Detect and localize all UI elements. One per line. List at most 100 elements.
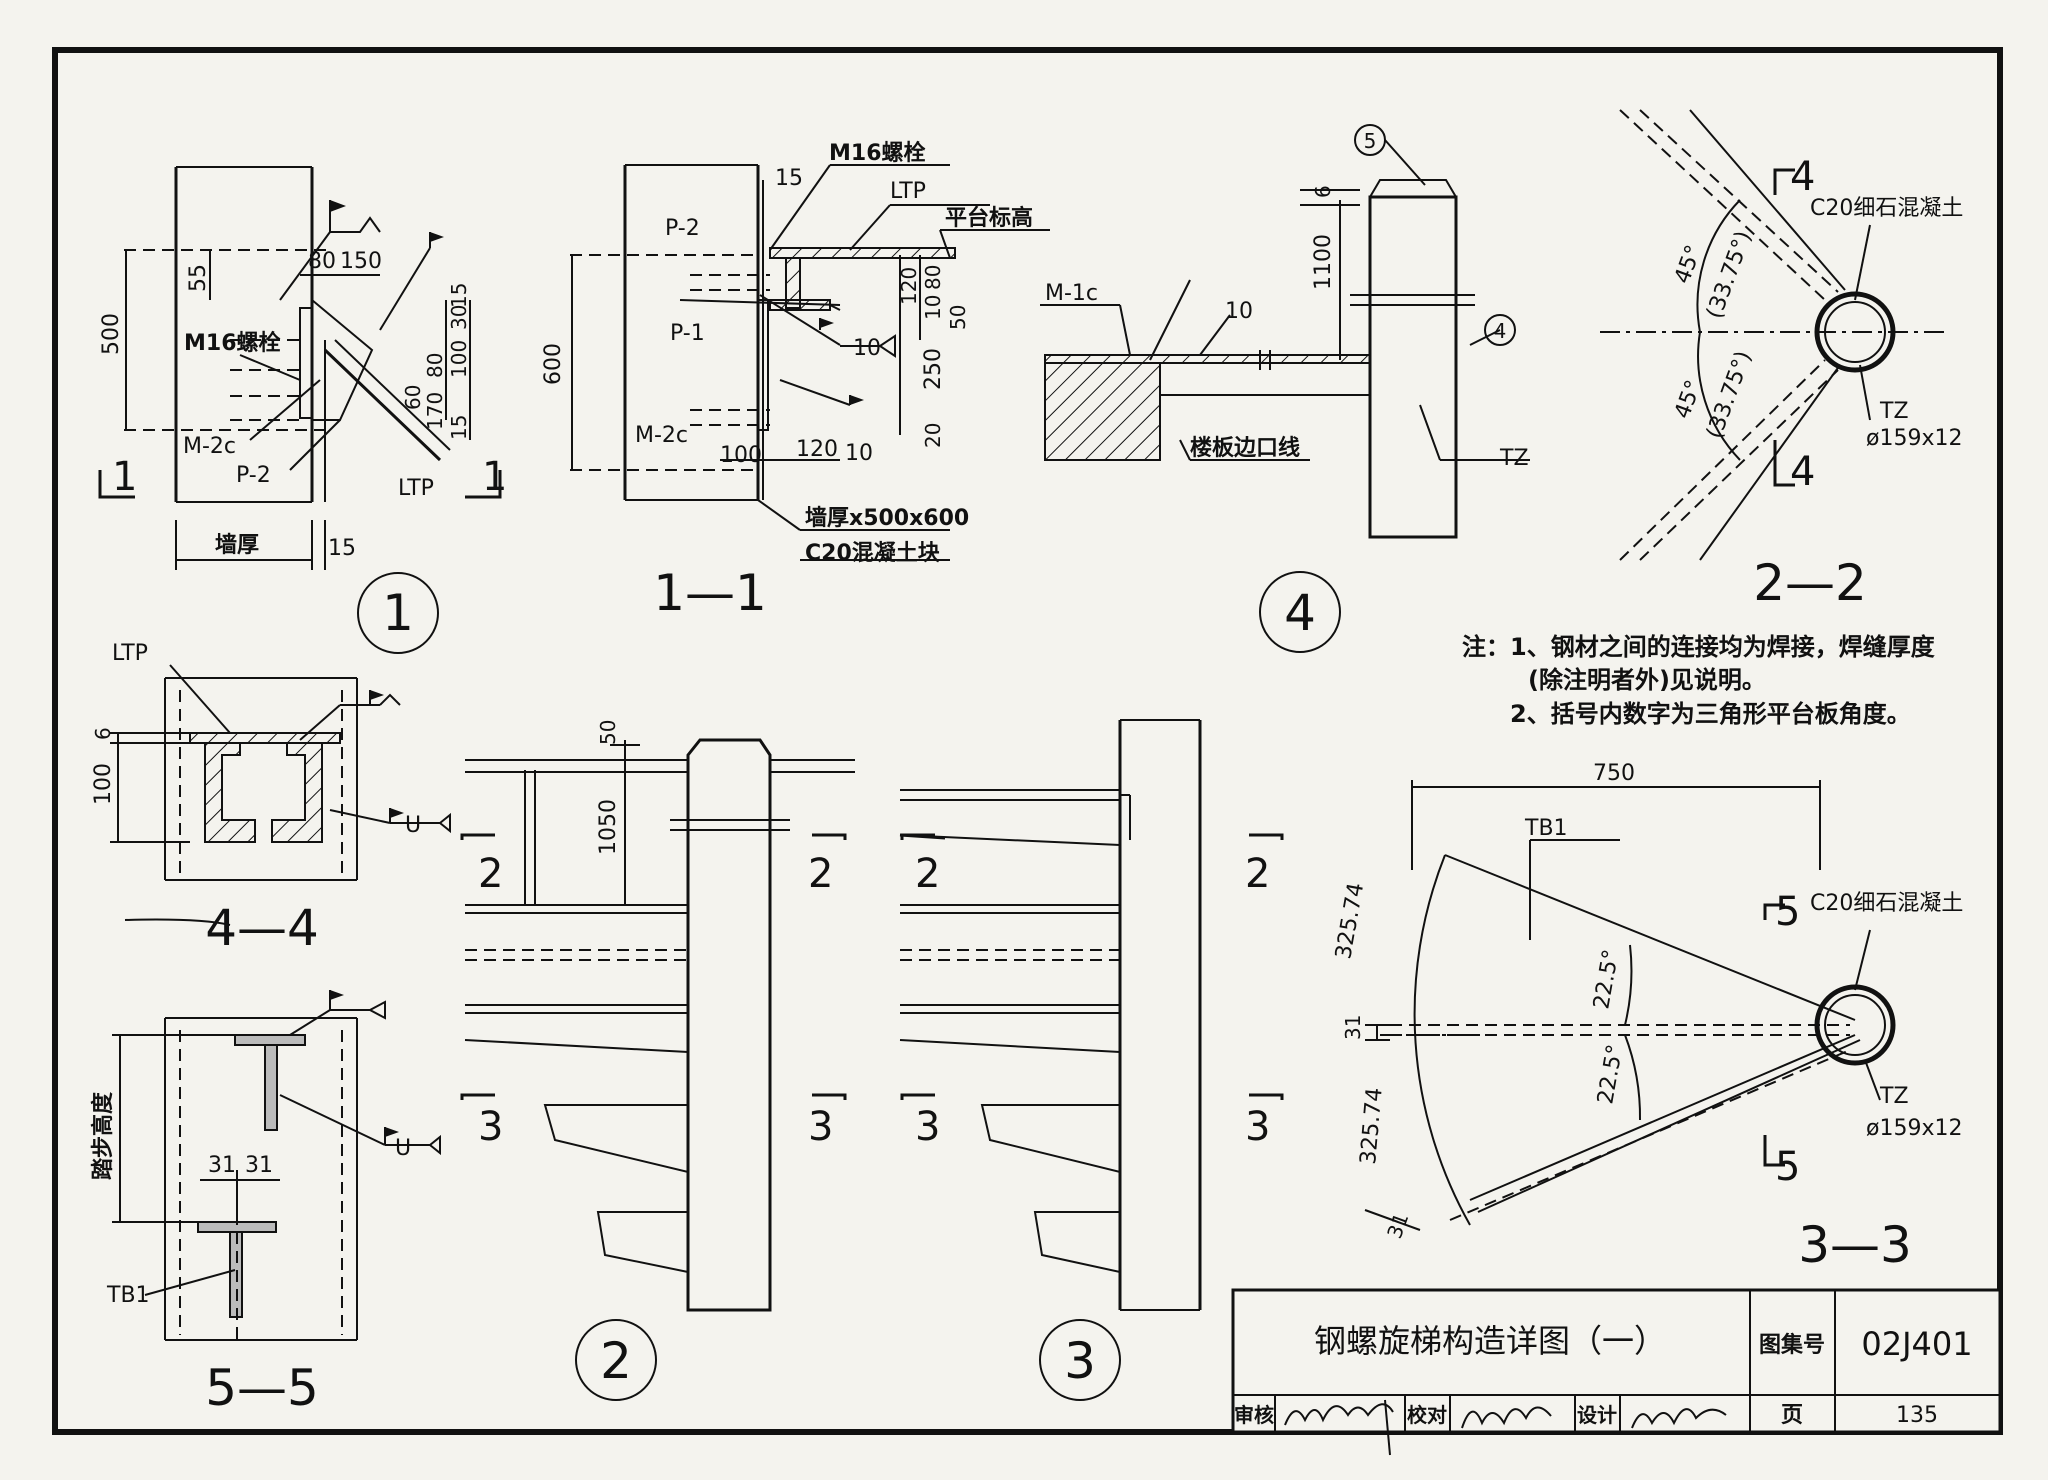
detail-4-label: 4 <box>1284 584 1316 642</box>
detail-5-5-label: 5—5 <box>205 1359 319 1417</box>
detail-1-1: 1—1 M16螺栓 LTP 平台标高 P-2 P-1 M-2c 600 15 1… <box>541 141 1050 622</box>
page-label: 页 <box>1781 1403 1803 1428</box>
detail-4: 4 M-1c 10 1100 6 楼板边口线 TZ 5 4 <box>1040 124 1530 653</box>
dim-100-2: 100 <box>720 443 762 468</box>
dim-55: 55 <box>186 264 211 292</box>
label-tb1-2: TB1 <box>1524 816 1568 841</box>
designer-signature <box>1631 1408 1727 1429</box>
note-line-2: (除注明者外)见说明。 <box>1528 666 1766 694</box>
section-mark-2-right: 2 <box>808 851 833 897</box>
checker-signature <box>1461 1406 1552 1429</box>
label-p2-2: P-2 <box>665 216 700 241</box>
dim-10-v: 10 <box>921 295 945 320</box>
dim-1100: 1100 <box>1311 234 1336 290</box>
detail-4-4-label: 4—4 <box>205 899 319 957</box>
section-mark-1-left: 1 <box>112 454 137 500</box>
detail-1-1-label: 1—1 <box>653 564 767 622</box>
detail-1-label: 1 <box>382 584 414 642</box>
section-mark-3-right: 3 <box>808 1104 833 1150</box>
section-mark-4-bottom: 4 <box>1790 449 1815 495</box>
angle-45-bottom: 45° <box>1670 377 1707 422</box>
page-number: 135 <box>1896 1403 1938 1428</box>
reviewer-signature <box>1284 1403 1394 1426</box>
dim-30: 30 <box>447 305 471 330</box>
dim-500: 500 <box>99 313 124 355</box>
dim-600: 600 <box>541 343 566 385</box>
dim-100: 100 <box>447 340 471 378</box>
dim-325-74-bottom: 325.74 <box>1356 1087 1388 1166</box>
dim-120: 120 <box>796 437 838 462</box>
dim-80: 80 <box>308 249 336 274</box>
title-block: 钢螺旋梯构造详图（一） 图集号 02J401 页 135 审核 校对 设计 <box>1231 1288 2002 1456</box>
section-mark-2-left-d3: 2 <box>915 851 940 897</box>
label-tz: TZ <box>1499 446 1529 471</box>
label-pipe-size: ø159x12 <box>1866 426 1962 451</box>
dim-6: 6 <box>1311 185 1335 198</box>
label-m1c: M-1c <box>1045 281 1098 306</box>
review-label: 审核 <box>1234 1403 1274 1427</box>
callout-5: 5 <box>1364 129 1377 153</box>
dim-31-left: 31 <box>208 1153 236 1178</box>
dim-60: 60 <box>401 385 425 410</box>
atlas-number: 02J401 <box>1861 1325 1972 1363</box>
check-label: 校对 <box>1407 1403 1447 1427</box>
label-m16-bolt-2: M16螺栓 <box>829 141 926 166</box>
detail-1: 1 500 55 80 150 M16螺栓 M-2c P-2 LTP 墙厚 15… <box>98 166 507 654</box>
detail-2-label: 2 <box>600 1332 632 1390</box>
dim-80-v: 80 <box>423 353 447 378</box>
dim-1050: 1050 <box>596 799 621 855</box>
weld-symbol-55: U <box>395 1136 411 1161</box>
callout-4: 4 <box>1494 319 1507 343</box>
dim-15: 15 <box>328 536 356 561</box>
note-line-3: 2、括号内数字为三角形平台板角度。 <box>1510 700 1911 728</box>
detail-3-3: 3—3 750 TB1 C20细石混凝土 325.74 325.74 22.5°… <box>1331 761 1963 1274</box>
weld-symbol-44: U <box>405 813 421 838</box>
dim-10-d4: 10 <box>1225 299 1253 324</box>
label-wall-thickness: 墙厚 <box>215 533 259 558</box>
note-line-1: 注：1、钢材之间的连接均为焊接，焊缝厚度 <box>1462 633 1936 661</box>
detail-4-4: 4—4 LTP 6 100 U <box>91 641 451 957</box>
dim-80-2: 80 <box>921 265 945 290</box>
section-mark-4-top: 4 <box>1790 154 1815 200</box>
atlas-number-label: 图集号 <box>1759 1332 1825 1358</box>
label-m16-bolt: M16螺栓 <box>184 331 281 356</box>
dim-50: 50 <box>946 305 970 330</box>
label-c20-fine-concrete-2: C20细石混凝土 <box>1810 891 1963 916</box>
dim-15-2: 15 <box>775 166 803 191</box>
detail-3: 3 2 2 3 3 <box>899 719 1284 1401</box>
dim-10: 10 <box>853 336 881 361</box>
dim-31-33-top: 31 <box>1341 1015 1365 1040</box>
dim-150: 150 <box>340 249 382 274</box>
label-c20-concrete-block: C20混凝土块 <box>805 540 941 566</box>
dim-750: 750 <box>1593 761 1635 786</box>
dim-31-right: 31 <box>245 1153 273 1178</box>
notes: 注：1、钢材之间的连接均为焊接，焊缝厚度 (除注明者外)见说明。 2、括号内数字… <box>1462 633 1936 728</box>
label-ltp-2: LTP <box>890 179 926 204</box>
label-tz-3: TZ <box>1879 1084 1909 1109</box>
design-label: 设计 <box>1577 1403 1617 1427</box>
label-p1: P-1 <box>670 321 705 346</box>
dim-325-74-top: 325.74 <box>1331 881 1369 961</box>
detail-2-2-label: 2—2 <box>1753 554 1867 612</box>
dim-100-44: 100 <box>91 763 116 805</box>
section-mark-3-left-d3: 3 <box>915 1104 940 1150</box>
label-tb1: TB1 <box>106 1283 150 1308</box>
dim-250: 250 <box>921 348 946 390</box>
label-c20-fine-concrete: C20细石混凝土 <box>1810 196 1963 221</box>
label-pipe-size-2: ø159x12 <box>1866 1116 1962 1141</box>
label-m2c: M-2c <box>183 434 236 459</box>
section-mark-1-right: 1 <box>482 454 507 500</box>
detail-5-5: 5—5 踏步高度 31 31 TB1 U <box>90 990 441 1417</box>
label-step-height: 踏步高度 <box>90 1091 116 1180</box>
dim-31-33-bottom: 31 <box>1382 1210 1413 1242</box>
section-mark-2-right-d3: 2 <box>1245 851 1270 897</box>
detail-2-2: 2—2 C20细石混凝土 45° (33.75°) 45° (33.75°) T… <box>1600 109 1963 612</box>
dim-10-b: 10 <box>845 441 873 466</box>
label-ltp: LTP <box>398 476 434 501</box>
dim-50-d2: 50 <box>596 720 620 745</box>
angle-22-5-bottom: 22.5° <box>1593 1043 1628 1106</box>
detail-3-label: 3 <box>1064 1332 1096 1390</box>
dim-120-v: 120 <box>897 267 921 305</box>
label-concrete-block-size: 墙厚x500x600 <box>805 506 969 531</box>
